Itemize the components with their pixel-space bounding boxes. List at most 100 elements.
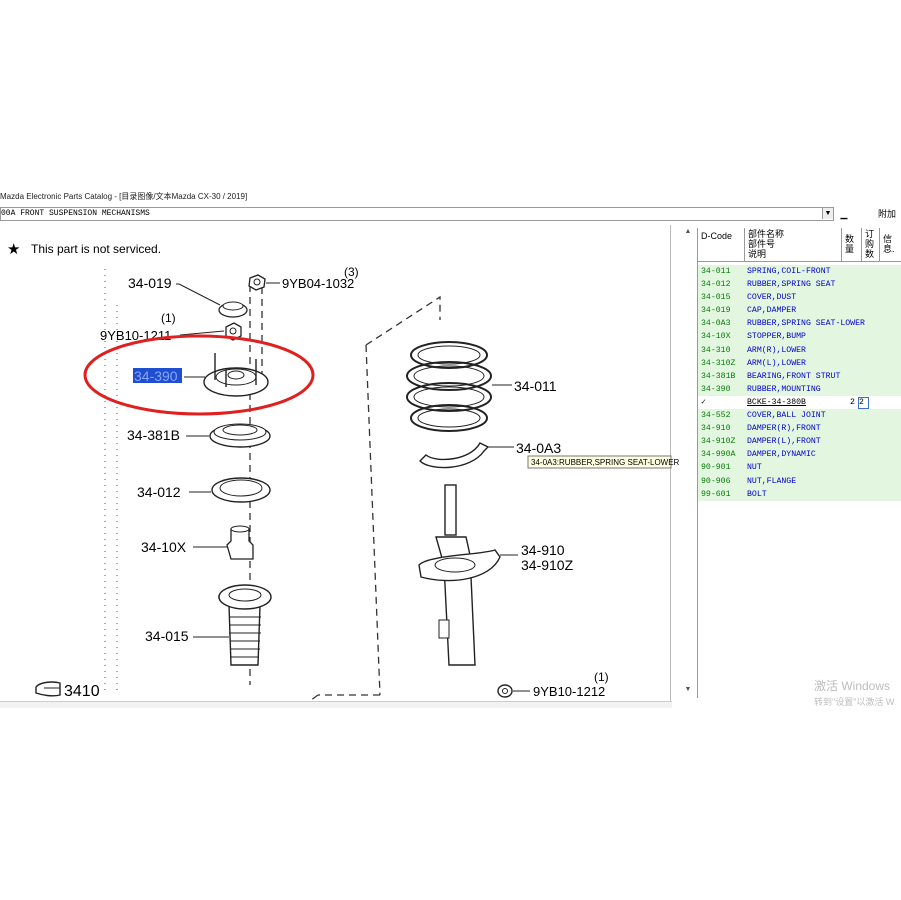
- label-9yb10-1212[interactable]: 9YB10-1212: [533, 684, 605, 699]
- label-34-011[interactable]: 34-011: [514, 378, 557, 394]
- list-item[interactable]: 34-910Z DAMPER(L),FRONT: [698, 435, 901, 449]
- row-desc: CAP,DAMPER: [747, 306, 797, 316]
- qty-9yb10-1211: (1): [161, 311, 176, 325]
- label-9yb04-1032[interactable]: 9YB04-1032: [282, 276, 354, 291]
- row-desc: STOPPER,BUMP: [747, 332, 806, 342]
- label-34-390[interactable]: 34-390: [134, 368, 178, 384]
- window-title: Mazda Electronic Parts Catalog - [目录图像/文…: [0, 192, 248, 201]
- header-qty-1[interactable]: 数: [845, 234, 855, 244]
- section-path-dropdown[interactable]: 00A FRONT SUSPENSION MECHANISMS: [0, 207, 834, 221]
- label-34-019[interactable]: 34-019: [128, 275, 172, 291]
- windows-activation-watermark: 激活 Windows 转到"设置"以激活 W: [814, 678, 894, 710]
- chevron-down-icon[interactable]: ▼: [822, 208, 833, 219]
- row-part-number: BCKE-34-380B: [747, 397, 806, 407]
- row-desc: RUBBER,SPRING SEAT: [747, 280, 836, 290]
- list-item[interactable]: 34-10X STOPPER,BUMP: [698, 330, 901, 344]
- qty-9yb04-1032: (3): [344, 265, 359, 279]
- row-code: 34-910Z: [701, 437, 736, 447]
- add-button[interactable]: 附加: [878, 209, 897, 219]
- label-34-381b[interactable]: 34-381B: [127, 427, 180, 443]
- part-34-012-spring-seat[interactable]: [189, 477, 271, 503]
- part-9yb10-1212-nut[interactable]: [497, 684, 530, 698]
- row-code: 34-910: [701, 424, 731, 434]
- row-code: 99-601: [701, 489, 731, 499]
- part-34-381b-bearing[interactable]: [186, 423, 271, 448]
- qty-9yb10-1212: (1): [594, 670, 609, 684]
- row-desc: COVER,DUST: [747, 293, 797, 303]
- header-dcode[interactable]: D-Code: [701, 231, 733, 241]
- row-desc: COVER,BALL JOINT: [747, 411, 826, 421]
- list-item[interactable]: 34-019 CAP,DAMPER: [698, 304, 901, 318]
- minimize-button[interactable]: ▁: [840, 209, 848, 219]
- row-code: 34-012: [701, 280, 731, 290]
- diagram-canvas: ★ This part is not serviced.: [7, 241, 680, 709]
- strut-group-outline: [249, 285, 441, 709]
- list-item[interactable]: 34-552 COVER,BALL JOINT: [698, 409, 901, 423]
- label-9yb10-1211[interactable]: 9YB10-1211: [100, 328, 171, 343]
- header-qty-2[interactable]: 量: [845, 244, 855, 254]
- row-code: 34-019: [701, 306, 731, 316]
- row-desc: RUBBER,MOUNTING: [747, 384, 821, 394]
- label-34-910z[interactable]: 34-910Z: [521, 557, 574, 573]
- not-serviced-note: This part is not serviced.: [31, 242, 161, 256]
- horizontal-scrollbar[interactable]: [0, 701, 672, 708]
- scroll-down-icon[interactable]: ▼: [684, 686, 692, 693]
- label-34-0a3[interactable]: 34-0A3: [516, 440, 561, 456]
- header-order-1[interactable]: 订: [865, 229, 875, 239]
- reference-3410[interactable]: 3410: [64, 683, 100, 700]
- part-9yb04-1032-nut[interactable]: [248, 274, 280, 291]
- part-34-011-coil-spring[interactable]: [406, 341, 512, 432]
- list-item[interactable]: 34-390 RUBBER,MOUNTING: [698, 382, 901, 396]
- row-desc: DAMPER,DYNAMIC: [747, 450, 816, 460]
- row-code: 34-10X: [701, 332, 731, 342]
- header-order-2[interactable]: 购: [865, 239, 875, 249]
- header-info-1[interactable]: 信: [883, 234, 893, 244]
- row-code: 90-901: [701, 463, 731, 473]
- row-desc: ARM(R),LOWER: [747, 345, 806, 355]
- label-34-012[interactable]: 34-012: [137, 484, 181, 500]
- order-qty-input[interactable]: 2: [858, 396, 869, 409]
- header-order-3[interactable]: 数: [865, 249, 875, 259]
- label-34-015[interactable]: 34-015: [145, 628, 189, 644]
- header-description[interactable]: 说明: [748, 249, 767, 259]
- part-34-019-cap[interactable]: [176, 283, 248, 318]
- part-34-10x-bump-stop[interactable]: [193, 525, 254, 560]
- row-desc: ARM(L),LOWER: [747, 358, 806, 368]
- part-34-0a3-lower-seat[interactable]: [419, 442, 514, 469]
- hand-pointer-icon[interactable]: [35, 681, 61, 697]
- header-part-name[interactable]: 部件名称: [748, 229, 785, 239]
- star-icon: ★: [7, 241, 20, 258]
- parts-catalog-window: Mazda Electronic Parts Catalog - [目录图像/文…: [0, 188, 901, 710]
- header-info-2[interactable]: 息.: [883, 244, 895, 254]
- tooltip-box: [527, 455, 672, 469]
- checkmark-icon[interactable]: ✓: [701, 397, 706, 407]
- scroll-up-icon[interactable]: ▲: [684, 228, 692, 235]
- diagram-vertical-scrollbar[interactable]: ▲ ▼: [684, 228, 694, 696]
- part-34-390-mount[interactable]: [184, 353, 269, 397]
- exploded-diagram: ★ This part is not serviced.: [0, 225, 680, 709]
- part-34-910-damper[interactable]: [418, 484, 518, 666]
- label-34-910[interactable]: 34-910: [521, 542, 565, 558]
- row-desc: DAMPER(L),FRONT: [747, 437, 821, 447]
- label-34-10x[interactable]: 34-10X: [141, 539, 187, 555]
- parts-list-header: D-Code 部件名称 部件号 说明 数 量 订 购 数 信 息.: [698, 228, 901, 262]
- row-desc: BEARING,FRONT STRUT: [747, 371, 841, 381]
- row-code: 34-552: [701, 411, 731, 421]
- header-part-number[interactable]: 部件号: [748, 239, 776, 249]
- row-code: 34-390: [701, 384, 731, 394]
- list-item[interactable]: 34-012 RUBBER,SPRING SEAT: [698, 278, 901, 292]
- row-desc: SPRING,COIL-FRONT: [747, 267, 831, 276]
- part-34-015-dust-cover[interactable]: [193, 584, 272, 666]
